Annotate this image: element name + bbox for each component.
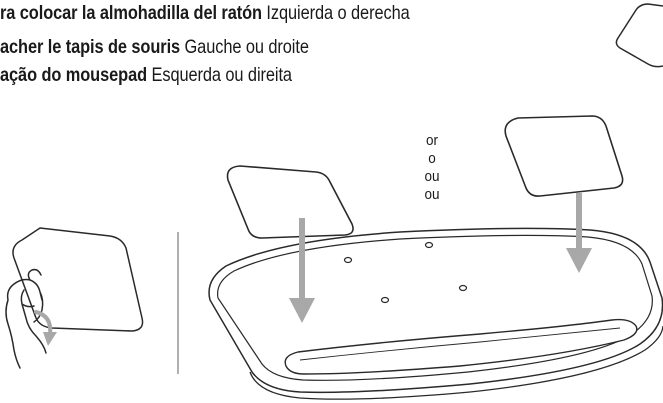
mousepad-right-option xyxy=(504,115,624,197)
curved-arrow-icon xyxy=(34,310,53,336)
instruction-spanish-bold: ra colocar la almohadilla del ratón xyxy=(0,2,262,24)
tray-lower-lip xyxy=(249,325,663,400)
wrist-rest-highlight xyxy=(299,327,621,361)
or-label-spanish: o xyxy=(428,150,436,167)
curved-arrow-head xyxy=(43,332,57,346)
instruction-spanish-normal: Izquierda o derecha xyxy=(261,2,410,24)
or-label-french: ou xyxy=(424,168,440,185)
tray-hole-4 xyxy=(458,284,468,292)
hand-peel-illustration xyxy=(5,227,144,369)
instruction-portuguese-normal: Esquerda ou direita xyxy=(147,64,292,86)
wrist-rest xyxy=(284,318,638,375)
instruction-french-bold: acher le tapis de souris xyxy=(0,36,181,58)
instruction-french: acher le tapis de souris Gauche ou droit… xyxy=(0,36,309,59)
tray-hole-2 xyxy=(424,241,434,249)
instruction-spanish: ra colocar la almohadilla del ratón Izqu… xyxy=(0,2,410,25)
tray-hole-1 xyxy=(343,256,353,264)
instruction-french-normal: Gauche ou droite xyxy=(180,36,309,58)
mousepad-left-option xyxy=(226,165,354,239)
tray-hole-3 xyxy=(380,296,390,304)
keyboard-tray xyxy=(208,227,663,400)
tray-inner-edge xyxy=(216,234,653,381)
hand-icon xyxy=(5,268,47,369)
down-arrow-left-icon xyxy=(289,218,315,323)
instruction-portuguese-bold: ação do mousepad xyxy=(0,64,148,86)
instruction-portuguese: ação do mousepad Esquerda ou direita xyxy=(0,64,292,87)
mousepad-corner-partial xyxy=(615,3,663,68)
mousepad-left xyxy=(12,227,144,332)
down-arrow-right-icon xyxy=(566,193,592,273)
or-label-portuguese: ou xyxy=(424,186,440,203)
or-label-english: or xyxy=(425,132,439,149)
